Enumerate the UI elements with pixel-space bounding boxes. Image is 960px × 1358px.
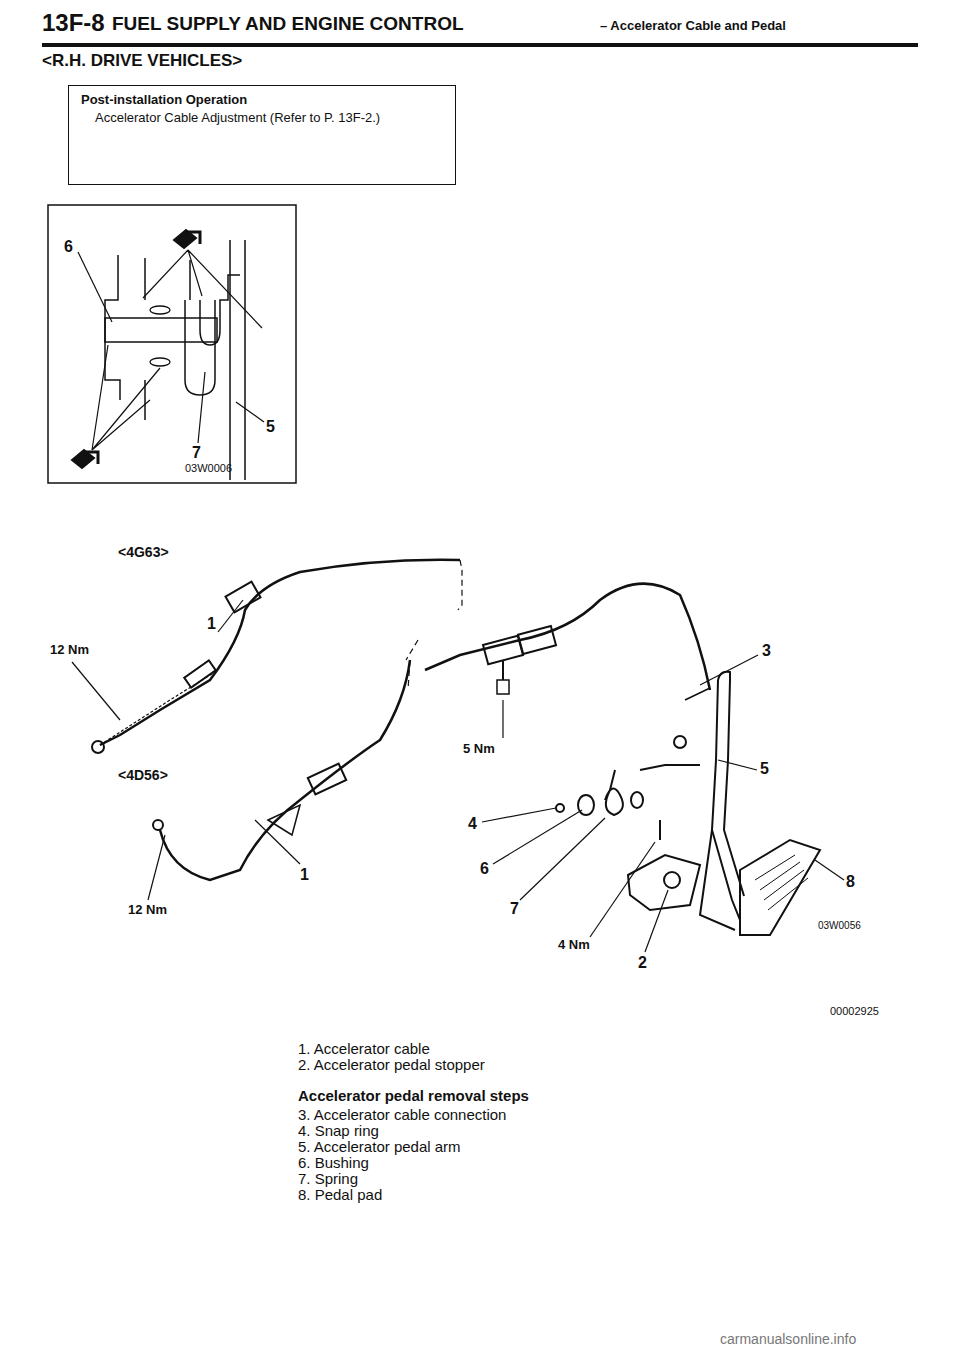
watermark: carmanualsonline.info <box>720 1332 856 1347</box>
part-list-item: 8. Pedal pad <box>298 1187 382 1204</box>
callout-number: 5 <box>760 760 769 778</box>
torque-value: 4 Nm <box>558 938 590 952</box>
torque-value: 5 Nm <box>463 742 495 756</box>
note-heading: Post-installation Operation <box>81 91 445 109</box>
part-list-item: 6. Bushing <box>298 1155 369 1172</box>
part-list-item: 2. Accelerator pedal stopper <box>298 1057 485 1074</box>
part-list-item: 4. Snap ring <box>298 1123 379 1140</box>
callout-number: 7 <box>510 900 519 918</box>
part-list-item: 1. Accelerator cable <box>298 1041 430 1058</box>
page-number: 13F-8 <box>42 10 105 36</box>
callout-number: 8 <box>846 873 855 891</box>
callout-number: 5 <box>266 418 275 436</box>
section-subtitle: – Accelerator Cable and Pedal <box>600 19 786 33</box>
callout-number: 3 <box>762 642 771 660</box>
part-list-item: 3. Accelerator cable connection <box>298 1107 506 1124</box>
part-list-item: 5. Accelerator pedal arm <box>298 1139 461 1156</box>
figure-code: 03W0006 <box>185 462 232 474</box>
figure-code: 03W0056 <box>818 920 861 931</box>
note-text: Accelerator Cable Adjustment (Refer to P… <box>81 109 445 127</box>
callout-number: 2 <box>638 954 647 972</box>
callout-number: 1 <box>300 866 309 884</box>
vehicle-heading: <R.H. DRIVE VEHICLES> <box>42 52 242 71</box>
list-heading: Accelerator pedal removal steps <box>298 1088 529 1105</box>
note-box: Post-installation OperationAccelerator C… <box>68 85 456 185</box>
callout-number: 6 <box>64 238 73 256</box>
figure-code: 00002925 <box>830 1005 879 1017</box>
callout-number: 6 <box>480 860 489 878</box>
torque-value: 12 Nm <box>50 643 89 657</box>
callout-number: 4 <box>468 815 477 833</box>
callout-number: 1 <box>207 615 216 633</box>
engine-label: <4G63> <box>118 545 169 560</box>
page-title: FUEL SUPPLY AND ENGINE CONTROL <box>112 14 464 35</box>
engine-label: <4D56> <box>118 768 168 783</box>
callout-number: 7 <box>192 444 201 462</box>
part-list-item: 7. Spring <box>298 1171 358 1188</box>
torque-value: 12 Nm <box>128 903 167 917</box>
